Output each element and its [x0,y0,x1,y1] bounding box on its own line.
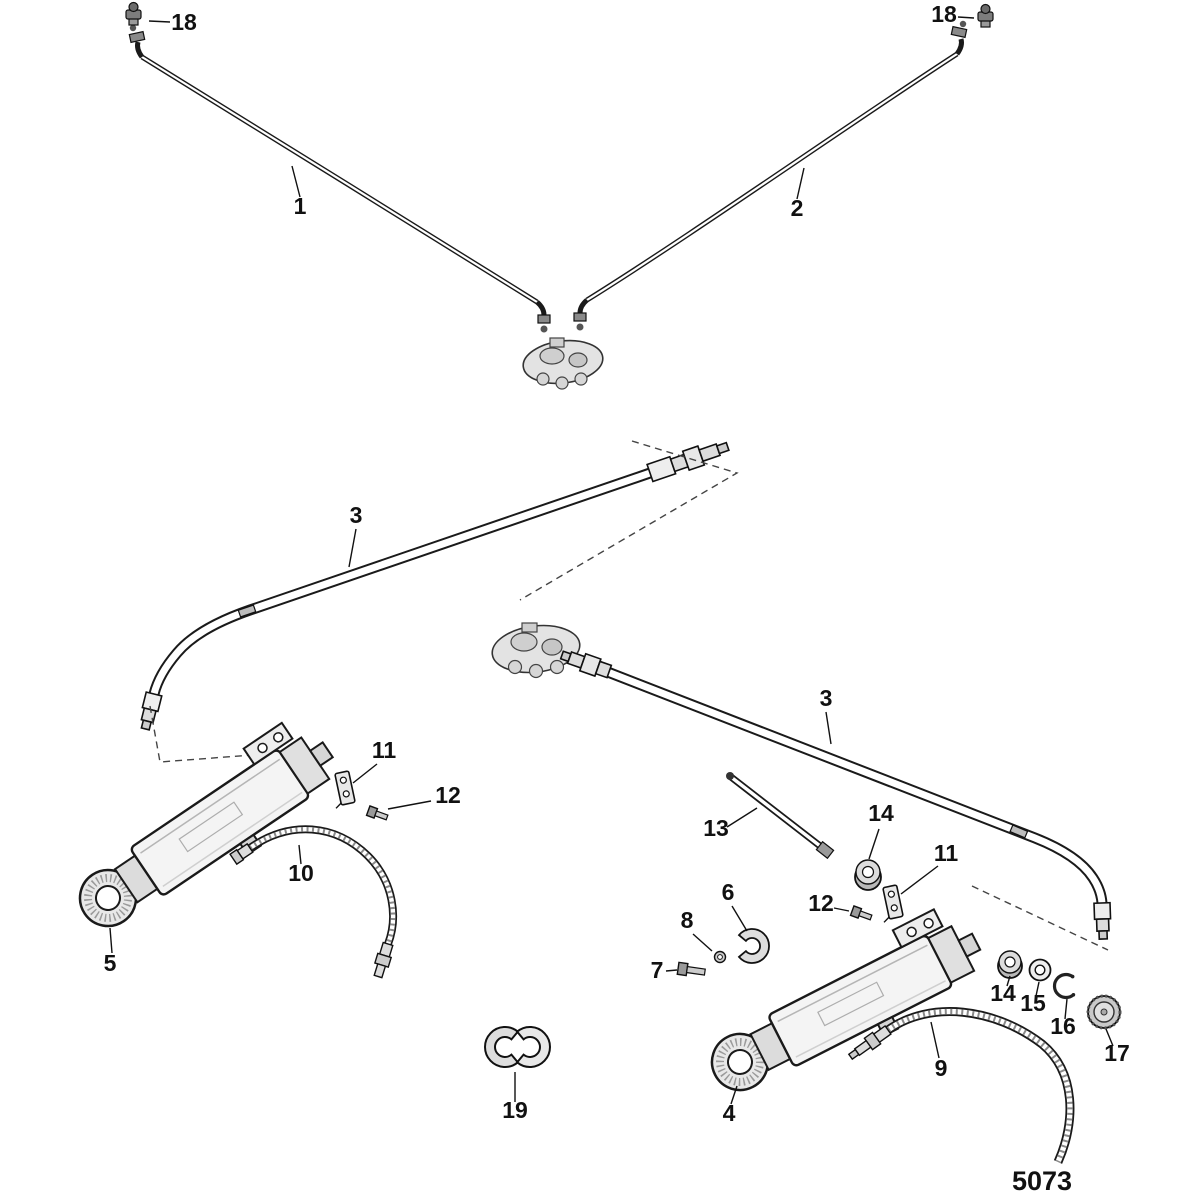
callout-labels: 1 2 3 3 4 5 6 7 8 9 10 11 11 12 12 13 14… [104,1,1130,1126]
fitting-18-left [125,1,142,26]
leader-lines [109,16,1114,1105]
bracket-11-right [882,884,904,923]
bolt-12-left [365,805,389,821]
bushing-14-lower [997,950,1023,979]
rod-13 [726,772,835,860]
hydraulic-hose-3-lower [559,650,1112,940]
callout-9: 9 [935,1055,948,1081]
callout-1: 1 [294,193,307,219]
steering-valve-middle [491,622,581,679]
callout-11-left: 11 [372,737,397,763]
hydraulic-line-1 [128,24,551,333]
hose-end-fitting-upper [140,691,163,731]
callout-12-left: 12 [435,782,461,808]
callout-10: 10 [288,860,314,886]
hose-coupler-lower [559,650,613,679]
fitting-18-right [977,3,994,28]
callout-2: 2 [791,195,804,221]
hydraulic-line-2 [573,20,968,331]
washer-8 [713,950,727,964]
assembly-guide-dashes-top [519,440,739,601]
end-cap-17 [1086,994,1122,1030]
callout-12-right: 12 [808,890,834,916]
callout-14-upper: 14 [868,800,894,826]
callout-6: 6 [722,879,735,905]
callout-11-right: 11 [934,840,959,866]
snap-ring-16 [1052,972,1076,1000]
bolt-7 [676,961,706,977]
clamp-pair-19 [484,1026,551,1068]
washer-15 [1028,958,1052,982]
bolt-12-right [849,905,873,921]
callout-7: 7 [651,957,664,983]
hose-coupler-upper [646,441,730,483]
hose-end-fitting-lower [1093,901,1112,940]
callout-15: 15 [1020,990,1046,1016]
callout-14-lower: 14 [990,980,1016,1006]
callout-8: 8 [681,907,694,933]
steering-valve-top [522,337,604,390]
callout-19: 19 [502,1097,528,1123]
callout-18-left: 18 [171,9,197,35]
braided-hose-10 [229,825,397,979]
bracket-11-left [334,770,356,809]
steering-cylinder-right [693,899,995,1112]
bushing-14-upper [854,859,882,891]
callout-18-right: 18 [931,1,957,27]
assembly-guide-dashes-right [971,885,1109,951]
callout-3-upper: 3 [350,502,363,528]
callout-3-lower: 3 [820,685,833,711]
callout-17: 17 [1104,1040,1130,1066]
callout-4: 4 [723,1100,736,1126]
drawing-number: 5073 [1012,1166,1072,1196]
hydraulic-hose-3-upper [140,441,730,731]
clamp-half-6 [737,928,770,964]
callout-5: 5 [104,950,117,976]
callout-13: 13 [703,815,729,841]
callout-16: 16 [1050,1013,1076,1039]
braided-hose-9 [847,1007,1075,1164]
